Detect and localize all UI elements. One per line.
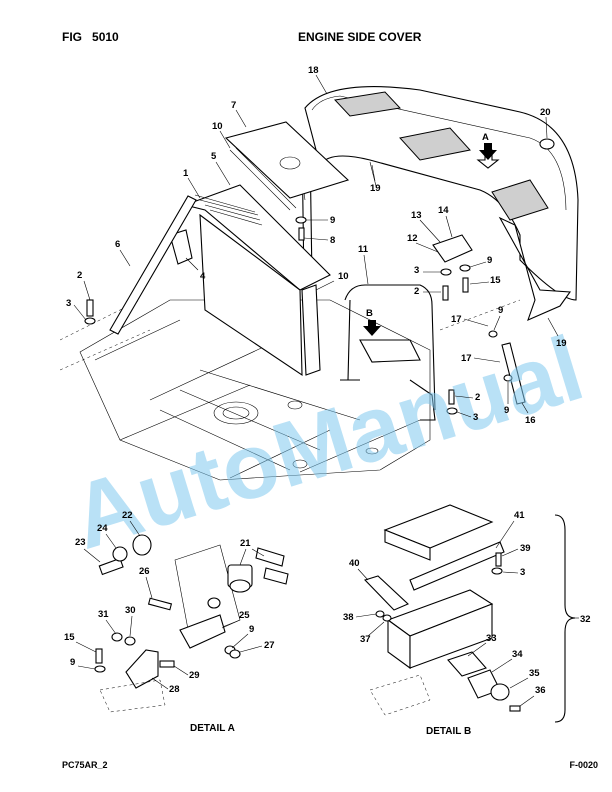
callout-6: 6 [115,239,120,250]
callout-35: 35 [529,668,540,679]
callout-34: 34 [512,649,523,660]
callout-33: 33 [486,633,497,644]
footer-right-code: F-0020 [569,760,598,770]
callout-1: 1 [183,168,189,179]
callout-30: 30 [125,605,136,616]
callout-3b: 3 [414,265,419,276]
callout-41: 41 [514,510,525,521]
fig-label-text: FIG [62,30,82,44]
footer-left-code: PC75AR_2 [62,760,108,770]
callout-15-detail-a: 15 [64,632,75,643]
callout-39: 39 [520,543,531,554]
callout-9c: 9 [498,305,503,316]
callout-20: 20 [540,107,551,118]
callout-12: 12 [407,233,418,244]
side-cover-panel [183,184,331,377]
callout-2b: 2 [414,286,419,297]
view-arrow-a: A [479,132,497,160]
callout-21: 21 [240,538,251,549]
callout-10b: 10 [338,271,349,282]
callout-25: 25 [239,610,250,621]
top-plate [224,121,350,199]
detail-b-parts [363,504,576,723]
callout-27: 27 [264,640,275,651]
callout-9-detail-a-1: 9 [70,657,75,668]
callout-7: 7 [231,100,236,111]
svg-text:B: B [366,308,373,319]
callout-19a: 19 [370,183,381,194]
callouts-detail-a: 22 24 23 21 26 31 30 25 15 9 29 28 27 9 [64,510,275,695]
svg-text:A: A [482,132,489,143]
callout-13: 13 [411,210,422,221]
callout-16: 16 [525,415,536,426]
callout-14: 14 [438,205,449,216]
callout-10a: 10 [212,121,223,132]
gas-spring [501,342,526,405]
watermark: AutoManual [61,317,594,568]
callout-3c: 3 [473,412,478,423]
callout-17a: 17 [451,314,462,325]
callout-23: 23 [75,537,86,548]
detail-a-label: DETAIL A [190,723,235,734]
support-frame [340,284,436,421]
callouts-detail-b: 41 39 3 40 38 37 33 34 35 36 32 [343,510,591,707]
hinge-assembly [432,234,473,263]
handle-4 [169,229,193,265]
callout-26: 26 [139,566,150,577]
callout-36: 36 [535,685,546,696]
figure-label: FIG 5010 [62,30,119,44]
callout-9a: 9 [330,215,335,226]
callout-8: 8 [330,235,335,246]
callout-38: 38 [343,612,354,623]
callout-11: 11 [358,244,369,255]
callout-3-detail-b: 3 [520,567,525,578]
cap-20 [539,138,555,150]
fig-number: 5010 [92,30,119,44]
callout-5: 5 [211,151,217,162]
callout-4: 4 [200,271,206,282]
callout-18: 18 [308,65,319,76]
callout-2c: 2 [475,392,480,403]
callout-28: 28 [169,684,180,695]
callout-31: 31 [98,609,109,620]
callout-2a: 2 [77,270,82,281]
callout-3a: 3 [66,298,71,309]
seal-strip [229,147,297,211]
trim-10 [301,284,321,376]
stay-rod-6 [109,195,197,335]
view-arrow-b: B [363,308,381,336]
callouts-main: 18 20 7 10 5 1 19 9 8 4 6 2 3 13 14 12 9… [66,65,567,426]
callout-32: 32 [580,614,591,625]
engine-hood [304,86,579,301]
callout-40: 40 [349,558,360,569]
callout-15: 15 [490,275,501,286]
hood-seal-right [498,216,572,322]
callout-22: 22 [122,510,133,521]
callout-29: 29 [189,670,200,681]
callout-9b: 9 [487,255,492,266]
callout-19b: 19 [556,338,567,349]
callout-24: 24 [97,523,108,534]
callout-9d: 9 [504,405,509,416]
callout-17b: 17 [461,353,472,364]
detail-b-label: DETAIL B [426,726,472,737]
detail-a-parts [94,534,289,713]
callout-37: 37 [360,634,371,645]
page-title: ENGINE SIDE COVER [298,30,422,44]
callout-9-detail-a-2: 9 [249,624,254,635]
